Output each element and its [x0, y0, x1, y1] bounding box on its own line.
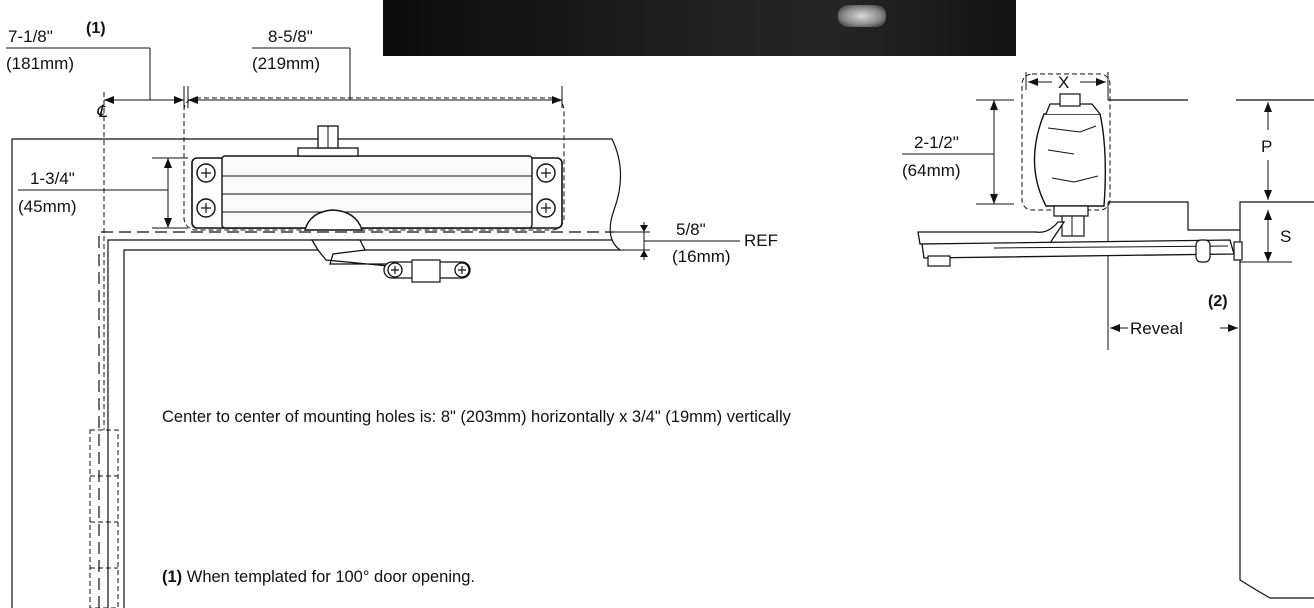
- dim-height-lines: [18, 157, 188, 229]
- dim-width-metric: (219mm): [252, 54, 320, 73]
- footnote-text: When templated for 100° door opening.: [182, 568, 475, 586]
- dim-ref-value: 5/8": [676, 220, 706, 239]
- door-outline: [1236, 99, 1314, 599]
- footnote-marker: (1): [162, 568, 182, 586]
- dim-p-label: P: [1261, 137, 1272, 156]
- dim-s-label: S: [1280, 227, 1291, 246]
- product-photo: [383, 0, 1016, 56]
- dim-height-metric: (45mm): [18, 197, 77, 216]
- dim-x-lines: [1025, 72, 1109, 100]
- dim-width-value: 8-5/8": [268, 27, 313, 46]
- door-frame-outline: [11, 138, 622, 608]
- closer-body-side: [1033, 93, 1107, 237]
- closer-body: [191, 125, 563, 229]
- footnote: (1) When templated for 100° door opening…: [162, 568, 475, 586]
- dim-offset-value: 7-1/8": [8, 27, 53, 46]
- side-view: X 2-1/2" (64mm) P S (2) Reveal: [902, 72, 1314, 599]
- dim-ref-suffix: REF: [744, 231, 778, 250]
- dim-width-lines: [187, 47, 563, 108]
- dim-ref-metric: (16mm): [672, 247, 731, 266]
- dim-x-label: X: [1058, 73, 1069, 92]
- dim-p-lines: [1264, 102, 1272, 200]
- closer-envelope: [183, 97, 565, 231]
- reveal-note-ref: (2): [1208, 293, 1228, 310]
- arm-side: [917, 221, 1243, 267]
- mounting-screw: [196, 198, 216, 218]
- mounting-holes-note: Center to center of mounting holes is: 8…: [162, 408, 792, 426]
- photo-highlight: [838, 5, 886, 27]
- arm-assembly: [304, 209, 471, 283]
- dim-offset-metric: (181mm): [6, 54, 74, 73]
- dim-ref-lines: [614, 222, 740, 260]
- front-view: 7-1/8" (1) (181mm) 8-5/8" (219mm) 1-3/4"…: [6, 20, 778, 608]
- dim-side-height-lines: [902, 99, 1014, 205]
- door-inner-line: [107, 239, 612, 608]
- dim-s-lines: [1240, 210, 1292, 263]
- dim-offset-note-ref: (1): [86, 20, 106, 37]
- dim-reveal-lines: [1110, 324, 1238, 332]
- mounting-screw: [196, 163, 216, 183]
- centerline-symbol: ℄: [96, 102, 108, 121]
- mounting-screw: [536, 163, 556, 183]
- mounting-screw: [536, 198, 556, 218]
- dim-height-value: 1-3/4": [30, 169, 75, 188]
- dim-side-height-metric: (64mm): [902, 161, 961, 180]
- dim-side-height-value: 2-1/2": [914, 133, 959, 152]
- dim-offset-lines: [6, 47, 185, 108]
- reveal-label: Reveal: [1130, 319, 1183, 338]
- frame-outline: [1108, 99, 1314, 231]
- hinge: [89, 429, 119, 608]
